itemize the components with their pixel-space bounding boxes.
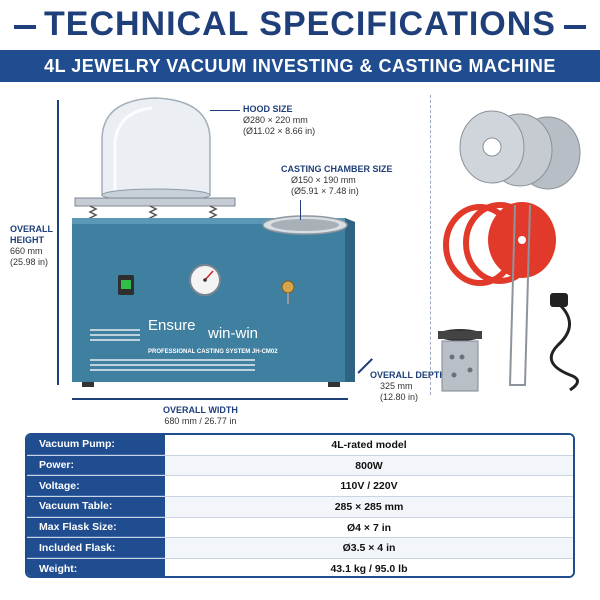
pressure-gauge — [189, 264, 221, 296]
brand-line-1: Ensure — [148, 317, 196, 334]
spec-value: 285 × 285 mm — [165, 497, 573, 517]
metal-gasket-discs — [459, 110, 581, 190]
spec-row: Weight:43.1 kg / 95.0 lb — [27, 559, 573, 576]
overall-depth-imperial: (12.80 in) — [380, 392, 419, 402]
overall-depth-label: OVERALL DEPTH — [370, 370, 446, 380]
foot-right — [328, 382, 340, 387]
hood-size-label: HOOD SIZE — [243, 104, 293, 114]
overall-width-annotation: OVERALL WIDTH 680 mm / 26.77 in — [163, 405, 238, 427]
casting-chamber — [262, 215, 348, 235]
machine-body — [72, 218, 355, 382]
spec-row: Power:800W — [27, 455, 573, 477]
overall-width-label: OVERALL WIDTH — [163, 405, 238, 415]
vacuum-table — [74, 197, 236, 207]
red-silicone-gaskets — [443, 202, 556, 286]
casting-chamber-metric: Ø150 × 190 mm — [291, 175, 356, 185]
panel-stripes — [90, 329, 255, 371]
chamber-leader-line — [300, 200, 301, 220]
vacuum-hood — [101, 97, 211, 202]
brand-line-2: win-win — [207, 325, 258, 342]
spec-label: Vacuum Pump: — [27, 435, 165, 455]
section-divider — [430, 95, 431, 395]
width-dimension-line — [72, 398, 348, 400]
model-text: PROFESSIONAL CASTING SYSTEM JH-CM02 — [148, 349, 278, 355]
title-text: TECHNICAL SPECIFICATIONS — [36, 4, 564, 44]
hood-size-metric: Ø280 × 220 mm — [243, 115, 308, 125]
spec-row: Max Flask Size:Ø4 × 7 in — [27, 517, 573, 539]
spec-value: 800W — [165, 455, 573, 476]
overall-depth-annotation: OVERALL DEPTH 325 mm (12.80 in) — [370, 370, 446, 403]
machine-illustration: Ensure win-win PROFESSIONAL CASTING SYST… — [72, 97, 355, 387]
casting-chamber-imperial: (Ø5.91 × 7.48 in) — [291, 186, 359, 196]
accessories-illustration — [438, 110, 581, 392]
hood-size-imperial: (Ø11.02 × 8.66 in) — [243, 126, 316, 136]
overall-height-label-1: OVERALL — [10, 224, 54, 234]
spec-row: Voltage:110V / 220V — [27, 476, 573, 498]
spec-row: Vacuum Pump:4L-rated model — [27, 435, 573, 456]
spec-value: Ø3.5 × 4 in — [165, 538, 573, 559]
overall-depth-metric: 325 mm — [380, 381, 413, 391]
spec-label: Power: — [27, 455, 165, 476]
valve-knob — [281, 280, 295, 304]
spec-label: Included Flask: — [27, 538, 165, 559]
spec-value: 4L-rated model — [165, 435, 573, 455]
spec-label: Weight: — [27, 559, 165, 576]
height-dimension-line — [57, 100, 59, 385]
subtitle-banner: 4L JEWELRY VACUUM INVESTING & CASTING MA… — [0, 50, 600, 82]
spec-label: Max Flask Size: — [27, 517, 165, 538]
spec-row: Included Flask:Ø3.5 × 4 in — [27, 538, 573, 560]
overall-width-value: 680 mm / 26.77 in — [164, 416, 237, 426]
overall-height-label-2: HEIGHT — [10, 235, 45, 245]
spec-value: Ø4 × 7 in — [165, 517, 573, 538]
spec-value: 43.1 kg / 95.0 lb — [165, 559, 573, 576]
overall-height-metric: 660 mm — [10, 246, 43, 256]
spec-row: Vacuum Table:285 × 285 mm — [27, 497, 573, 518]
power-switch-light — [121, 280, 131, 289]
steel-flask — [438, 329, 482, 392]
power-cord — [549, 293, 579, 392]
flask-tongs — [508, 204, 531, 386]
spec-label: Voltage: — [27, 476, 165, 497]
foot-left — [82, 382, 94, 387]
hood-leader-line — [210, 110, 240, 111]
spec-value: 110V / 220V — [165, 476, 573, 497]
casting-chamber-annotation: CASTING CHAMBER SIZE Ø150 × 190 mm (Ø5.9… — [281, 164, 393, 197]
page-title: TECHNICAL SPECIFICATIONS — [0, 0, 600, 48]
casting-chamber-label: CASTING CHAMBER SIZE — [281, 164, 393, 174]
overall-height-annotation: OVERALL HEIGHT 660 mm (25.98 in) — [10, 224, 53, 268]
overall-height-imperial: (25.98 in) — [10, 257, 49, 267]
spec-label: Vacuum Table: — [27, 497, 165, 517]
hood-size-annotation: HOOD SIZE Ø280 × 220 mm (Ø11.02 × 8.66 i… — [243, 104, 315, 137]
subtitle-text: 4L JEWELRY VACUUM INVESTING & CASTING MA… — [44, 55, 556, 76]
